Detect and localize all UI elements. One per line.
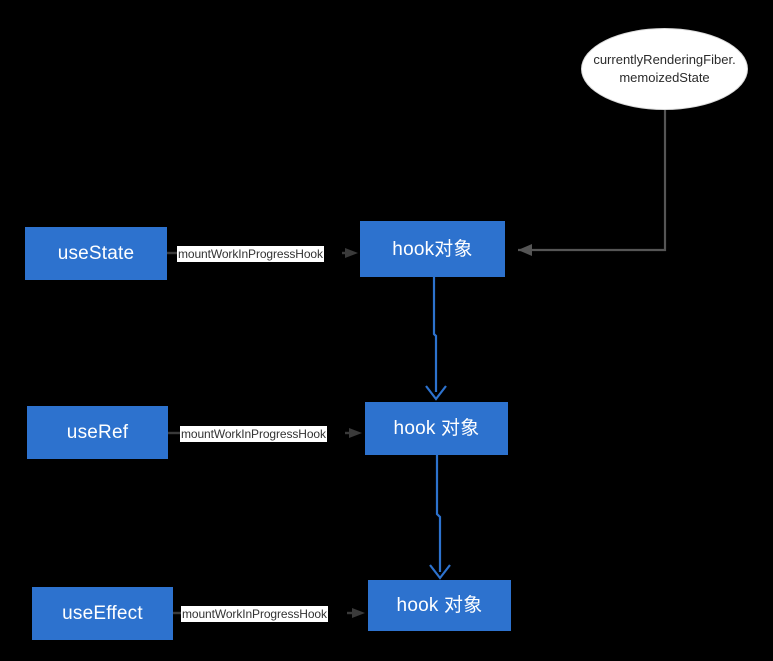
node-hook-object-1-label: hook对象 bbox=[392, 238, 473, 260]
node-hook-object-1[interactable]: hook对象 bbox=[360, 221, 505, 277]
edge-label-useeffect: mountWorkInProgressHook bbox=[181, 606, 328, 622]
node-hook-object-3-label: hook 对象 bbox=[396, 595, 483, 616]
edge-label-usestate: mountWorkInProgressHook bbox=[177, 246, 324, 262]
edge-hook1-to-hook2 bbox=[425, 277, 447, 401]
node-useeffect[interactable]: useEffect bbox=[32, 587, 173, 640]
node-useeffect-label: useEffect bbox=[62, 603, 143, 624]
memoized-state-line-1: currentlyRenderingFiber. bbox=[593, 52, 736, 68]
node-usestate[interactable]: useState bbox=[25, 227, 167, 280]
edge-memoizedstate-to-hook1 bbox=[518, 110, 667, 256]
node-useref-label: useRef bbox=[66, 422, 129, 443]
edge-hook2-to-hook3 bbox=[429, 455, 451, 580]
node-useref[interactable]: useRef bbox=[27, 406, 168, 459]
memoized-state-ellipse[interactable]: currentlyRenderingFiber. memoizedState bbox=[581, 28, 748, 110]
node-hook-object-2[interactable]: hook 对象 bbox=[365, 402, 508, 455]
memoized-state-line-2: memoizedState bbox=[619, 70, 710, 85]
node-hook-object-3[interactable]: hook 对象 bbox=[368, 580, 511, 631]
node-usestate-label: useState bbox=[57, 243, 135, 264]
edge-label-useref: mountWorkInProgressHook bbox=[180, 426, 327, 442]
node-hook-object-2-label: hook 对象 bbox=[393, 418, 480, 439]
